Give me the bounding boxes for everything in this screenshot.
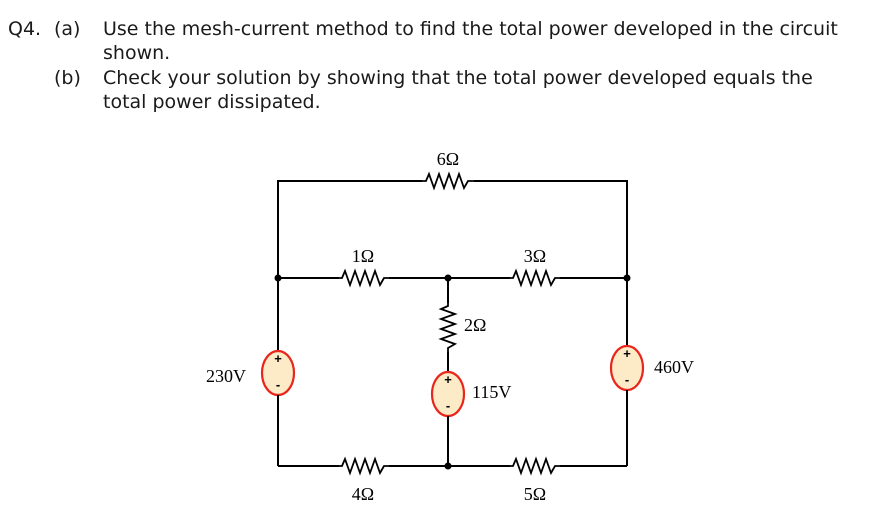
- part-b-line-1: Check your solution by showing that the …: [103, 67, 813, 89]
- source-115v: + -: [430, 370, 466, 418]
- label-4-ohm: 4Ω: [352, 484, 374, 504]
- plus-sign: +: [623, 346, 631, 361]
- part-b-line-2: total power dissipated.: [103, 91, 321, 113]
- minus-sign: -: [625, 372, 629, 387]
- part-a-label: (a): [54, 18, 81, 40]
- resistor-6-ohm: [422, 171, 474, 191]
- label-460v: 460V: [654, 357, 694, 377]
- part-a-line-2: shown.: [103, 42, 171, 64]
- minus-sign: -: [446, 398, 450, 413]
- label-6-ohm: 6Ω: [437, 149, 459, 169]
- plus-sign: +: [444, 372, 452, 387]
- plus-sign: +: [274, 351, 282, 366]
- resistor-2-ohm: [438, 303, 458, 352]
- resistor-5-ohm: [510, 456, 560, 476]
- resistor-1-ohm: [339, 268, 389, 288]
- part-b-label: (b): [54, 67, 81, 89]
- label-5-ohm: 5Ω: [524, 484, 546, 504]
- question-number: Q4.: [8, 18, 42, 40]
- resistor-4-ohm: [339, 456, 389, 476]
- label-2-ohm: 2Ω: [464, 315, 486, 335]
- label-230v: 230V: [206, 366, 246, 386]
- minus-sign: -: [276, 377, 280, 392]
- resistor-3-ohm: [510, 268, 560, 288]
- source-230v: + -: [260, 349, 296, 397]
- label-115v: 115V: [472, 382, 511, 402]
- label-3-ohm: 3Ω: [524, 246, 546, 266]
- top-wire: [277, 180, 628, 278]
- part-a-line-1: Use the mesh-current method to find the …: [103, 18, 838, 40]
- node-bottom-center: [444, 462, 452, 470]
- source-460v: + -: [609, 344, 645, 392]
- label-1-ohm: 1Ω: [352, 246, 374, 266]
